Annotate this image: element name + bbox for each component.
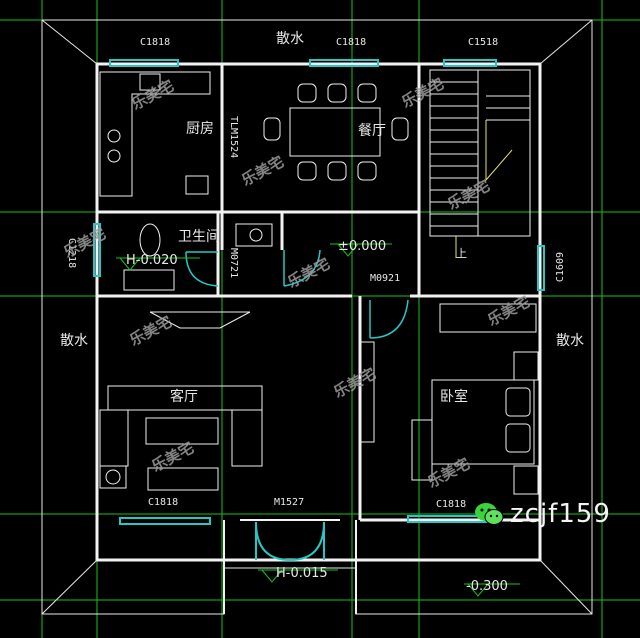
brand-badge: zcjf159	[474, 499, 611, 529]
label-bedroom: 卧室	[440, 389, 468, 405]
elevation-entry: H-0.015	[276, 566, 328, 581]
elevation-outdoor: -0.300	[466, 579, 508, 594]
label-sanshui-top: 散水	[276, 31, 304, 47]
door-tlm1524: TLM1524	[228, 116, 239, 159]
window-c1218-left: C1218	[66, 238, 77, 269]
label-living: 客厅	[170, 389, 198, 405]
window-c1609-right: C1609	[555, 252, 566, 283]
window-c1818-bottom-right: C1818	[436, 499, 467, 510]
window-c1818-bottom-left: C1818	[148, 497, 179, 508]
door-m0921: M0921	[370, 273, 401, 284]
door-swings	[185, 249, 409, 339]
window-c1818-top-left: C1818	[140, 37, 171, 48]
door-m1527: M1527	[274, 497, 305, 508]
elevation-markers	[116, 243, 520, 597]
walls	[95, 62, 542, 562]
stairs	[429, 69, 531, 258]
label-sanshui-right: 散水	[556, 333, 584, 349]
furniture	[99, 71, 539, 495]
window-c1518-top-right: C1518	[468, 37, 499, 48]
label-sanshui-left: 散水	[60, 333, 88, 349]
door-m0721: M0721	[228, 248, 239, 279]
window-c1818-top-mid: C1818	[336, 37, 367, 48]
entrance-porch	[223, 519, 357, 614]
brand-text: zcjf159	[510, 499, 611, 529]
label-kitchen: 厨房	[186, 121, 214, 137]
elevation-bath: H-0.020	[126, 253, 178, 268]
label-bathroom: 卫生间	[178, 229, 220, 245]
label-dining: 餐厅	[358, 123, 386, 139]
elevation-floor: ±0.000	[338, 239, 387, 254]
windows	[93, 59, 545, 525]
label-stair-up: 上	[456, 247, 467, 260]
wechat-icon	[475, 503, 504, 525]
